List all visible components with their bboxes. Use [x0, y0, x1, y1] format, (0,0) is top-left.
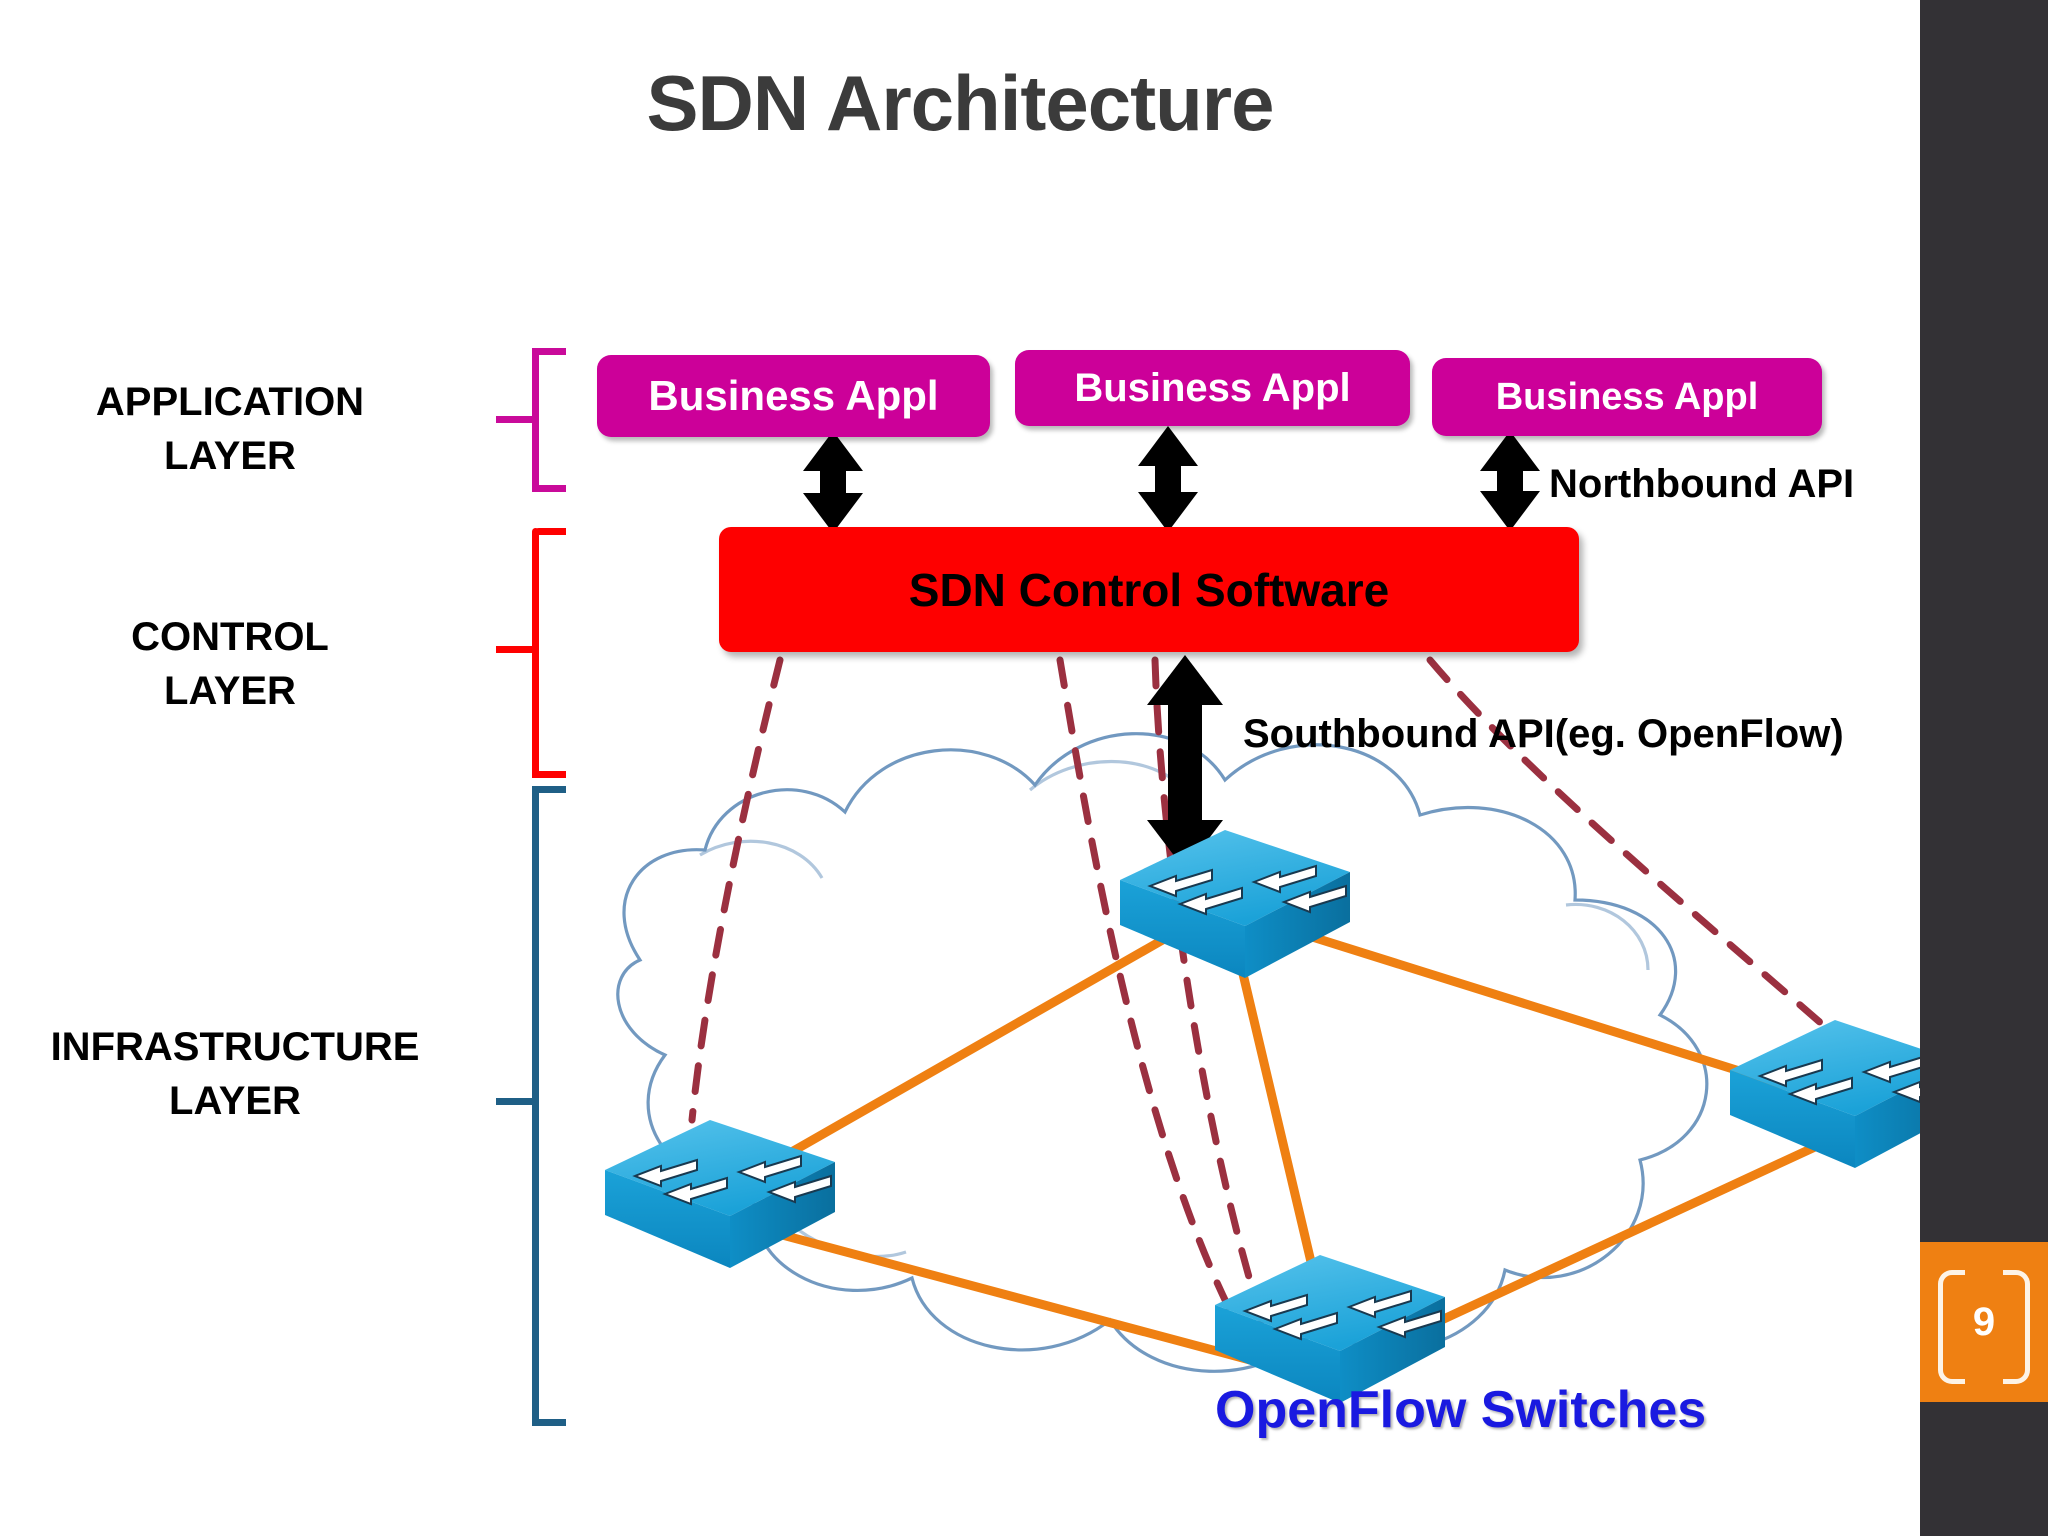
- business-app-label: Business Appl: [648, 372, 939, 419]
- layer-label-control: CONTROL LAYER: [20, 610, 440, 718]
- business-app-box-1[interactable]: Business Appl: [597, 355, 990, 437]
- layer-label-infrastructure-line2: LAYER: [169, 1079, 301, 1123]
- switch-top: [1120, 830, 1350, 978]
- layer-label-application-line2: LAYER: [164, 434, 296, 478]
- layer-label-control-line1: CONTROL: [131, 615, 329, 659]
- bracket-top-arm: [532, 528, 566, 535]
- bracket-spine: [532, 786, 539, 1426]
- bracket-spine: [532, 528, 539, 778]
- sdn-control-software-label: SDN Control Software: [908, 563, 1390, 616]
- bracket-bottom-arm: [532, 1419, 566, 1426]
- switch-left: [605, 1120, 835, 1268]
- page-number: 9: [1972, 1299, 1996, 1344]
- northbound-arrows: [803, 426, 1540, 533]
- data-plane-links: [740, 925, 1835, 1365]
- southbound-arrow: [1147, 655, 1223, 870]
- bracket-pointer: [496, 416, 536, 423]
- layer-label-control-line2: LAYER: [164, 669, 296, 713]
- bracket-control-layer: [496, 528, 576, 778]
- bracket-pointer: [496, 1098, 536, 1105]
- page-number-badge: 9: [1920, 1242, 2048, 1402]
- layer-label-infrastructure-line1: INFRASTRUCTURE: [50, 1025, 420, 1069]
- business-app-box-3[interactable]: Business Appl: [1432, 358, 1822, 436]
- layer-label-infrastructure: INFRASTRUCTURE LAYER: [0, 1020, 470, 1128]
- bracket-infrastructure-layer: [496, 786, 576, 1426]
- northbound-api-label: Northbound API: [1549, 462, 1855, 506]
- bracket-application-layer: [496, 348, 576, 492]
- business-app-label: Business Appl: [1495, 375, 1759, 418]
- bracket-top-arm: [532, 786, 566, 793]
- bracket-bottom-arm: [532, 771, 566, 778]
- layer-label-application-line1: APPLICATION: [95, 380, 365, 424]
- southbound-api-label: Southbound API(eg. OpenFlow): [1243, 712, 1844, 756]
- bracket-pointer: [496, 646, 536, 653]
- openflow-switches-label: OpenFlow Switches: [1215, 1381, 1707, 1439]
- badge-left-bracket-icon: [1938, 1270, 1965, 1384]
- page-title: SDN Architecture: [646, 59, 1275, 147]
- layer-label-application: APPLICATION LAYER: [20, 375, 440, 483]
- business-app-label: Business Appl: [1074, 365, 1351, 410]
- bracket-bottom-arm: [532, 485, 566, 492]
- sdn-control-software-box[interactable]: SDN Control Software: [719, 527, 1579, 652]
- badge-right-bracket-icon: [2003, 1270, 2030, 1384]
- control-plane-links: [688, 656, 1884, 1334]
- bracket-top-arm: [532, 348, 566, 355]
- business-app-box-2[interactable]: Business Appl: [1015, 350, 1410, 426]
